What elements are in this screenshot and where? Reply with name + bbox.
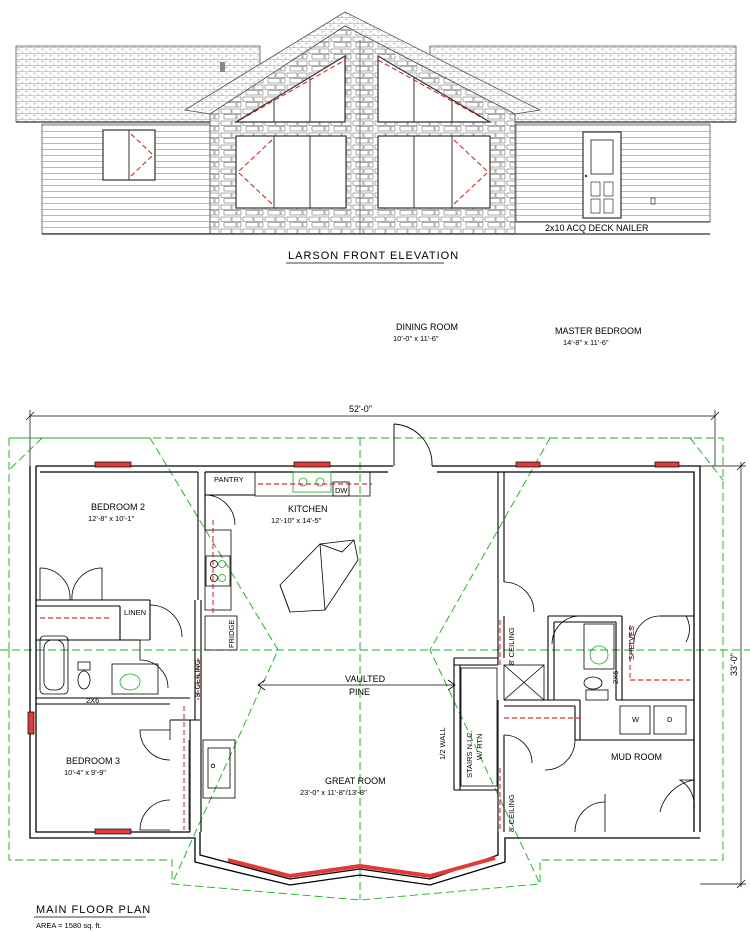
shelves-label: SHELVES <box>627 626 636 660</box>
elevation-title: LARSON FRONT ELEVATION <box>288 250 459 262</box>
dryer-label: D <box>667 715 673 724</box>
svg-text:23'-0" x 11'-8"/13'-8": 23'-0" x 11'-8"/13'-8" <box>300 788 367 797</box>
svg-text:MASTER BEDROOM: MASTER BEDROOM <box>555 326 642 336</box>
svg-text:BEDROOM 3: BEDROOM 3 <box>66 756 120 766</box>
ceiling-label-left: 8' CEILING <box>193 659 202 697</box>
entry-door-swing <box>393 423 433 467</box>
great-room-window-left <box>235 135 347 209</box>
master-bath-fixtures <box>503 581 695 833</box>
room-mud-room: MUD ROOM <box>611 752 662 762</box>
stairs <box>460 667 498 787</box>
pine-label: PINE <box>349 687 370 697</box>
room-bedroom2: BEDROOM 2 12'-8" x 10'-1" <box>88 502 145 523</box>
room-great-room: GREAT ROOM 23'-0" x 11'-8"/13'-8" <box>300 776 386 797</box>
svg-text:12'-8" x 10'-1": 12'-8" x 10'-1" <box>88 514 134 523</box>
svg-text:GREAT ROOM: GREAT ROOM <box>325 776 386 786</box>
interior-walls <box>36 472 694 832</box>
svg-text:12'-10" x 14'-5": 12'-10" x 14'-5" <box>271 516 322 525</box>
pantry-label: PANTRY <box>214 475 244 484</box>
room-master-bedroom: MASTER BEDROOM 14'-8" x 11'-6" <box>555 326 642 347</box>
depth-dimension-label: 33'-0" <box>729 653 739 676</box>
room-kitchen: KITCHEN 12'-10" x 14'-5" <box>271 504 328 525</box>
svg-text:10'-0" x 11'-6": 10'-0" x 11'-6" <box>393 334 439 343</box>
stairs-return-label: W/ RTN <box>475 733 484 760</box>
gable-window-right <box>377 54 493 123</box>
depth-dimension <box>700 461 746 889</box>
linen-label: LINEN <box>124 608 146 617</box>
closet-doors-bedroom2 <box>39 567 183 641</box>
plan-title: MAIN FLOOR PLAN <box>36 904 151 916</box>
great-room-window-right <box>377 135 491 209</box>
svg-text:DINING ROOM: DINING ROOM <box>396 322 458 332</box>
dishwasher-label: DW <box>335 486 348 495</box>
main-floor-plan: 52'-0" 33'-0" <box>0 322 750 930</box>
vaulted-label: VAULTED <box>345 674 386 684</box>
fireplace <box>202 739 236 799</box>
svg-text:KITCHEN: KITCHEN <box>288 504 328 514</box>
svg-text:14'-8" x 11'-6": 14'-8" x 11'-6" <box>563 338 609 347</box>
twobysix-label-master: 2X6 <box>611 671 620 684</box>
width-dimension-label: 52'-0" <box>349 404 372 414</box>
ceiling-label-mid: 8' CEILING <box>507 627 516 665</box>
bathroom-fixtures <box>39 635 169 695</box>
gable-window-left <box>233 54 346 123</box>
svg-text:BEDROOM 2: BEDROOM 2 <box>91 502 145 512</box>
room-dining: DINING ROOM DINING ROOM 10'-0" x 11'-6" <box>393 322 458 343</box>
half-wall-label: 1/2 WALL <box>438 727 447 760</box>
ceiling-label-low: 8' CEILING <box>507 794 516 832</box>
deck-nailer-note: 2x10 ACQ DECK NAILER <box>545 223 649 233</box>
closet-doors-bedroom3 <box>139 720 202 831</box>
room-bedroom3: BEDROOM 3 10'-4" x 9'-9" <box>64 756 120 777</box>
front-elevation: 2x10 ACQ DECK NAILER LARSON FRONT ELEVAT… <box>15 11 737 264</box>
fridge-label: FRIDGE <box>227 620 236 648</box>
plan-area: AREA = 1580 sq. ft. <box>36 921 102 930</box>
washer-label: W <box>632 715 640 724</box>
twobysix-label-bath: 2X6 <box>86 696 99 705</box>
stairs-label: STAIRS N.I.C. <box>465 730 474 778</box>
front-door-elevation <box>582 131 622 219</box>
roof-overhang-outline <box>0 437 750 901</box>
vaulted-arrow <box>257 679 456 691</box>
svg-text:10'-4" x 9'-9": 10'-4" x 9'-9" <box>64 768 106 777</box>
plan-windows <box>27 461 680 835</box>
